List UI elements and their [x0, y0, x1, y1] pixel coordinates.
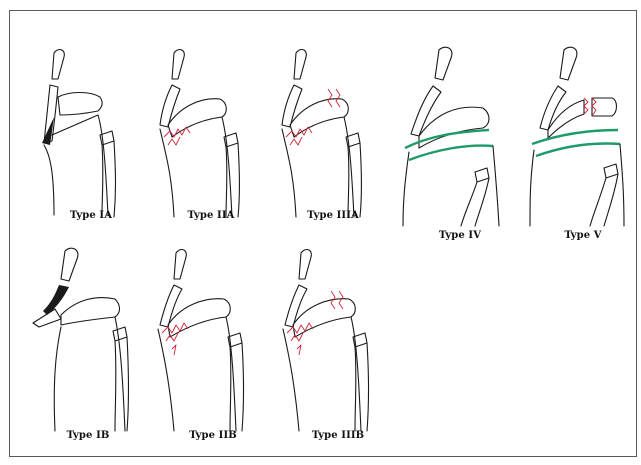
panel-type-iib: Type IIB: [150, 245, 270, 465]
panel-label: Type IIIB: [283, 430, 393, 441]
tibia-diagram-type-iia: [148, 45, 268, 225]
panel-label: Type IB: [33, 430, 143, 441]
panel-label: Type IIA: [156, 210, 266, 221]
panel-label: Type IA: [36, 210, 146, 221]
tibia-diagram-type-iib: [150, 245, 270, 435]
panel-label: Type IIB: [158, 430, 268, 441]
panel-type-iiia: Type IIIA: [270, 45, 390, 265]
panel-type-v: Type V: [520, 40, 640, 260]
tibia-diagram-type-iv: [395, 40, 515, 230]
panel-label: Type IV: [405, 230, 515, 241]
panel-type-iiib: Type IIIB: [275, 245, 395, 465]
panel-label: Type IIIA: [278, 210, 388, 221]
tibia-diagram-type-ia: [28, 45, 148, 225]
tibia-diagram-type-v: [520, 40, 640, 230]
panel-type-iv: Type IV: [395, 40, 515, 260]
tibia-diagram-type-iiia: [270, 45, 390, 225]
panel-label: Type V: [528, 230, 638, 241]
panel-type-ia: Type IA: [28, 45, 148, 265]
panel-type-ib: Type IB: [25, 245, 145, 465]
tibia-diagram-type-iiib: [275, 245, 395, 435]
panel-type-iia: Type IIA: [148, 45, 268, 265]
tibia-diagram-type-ib: [25, 245, 145, 435]
